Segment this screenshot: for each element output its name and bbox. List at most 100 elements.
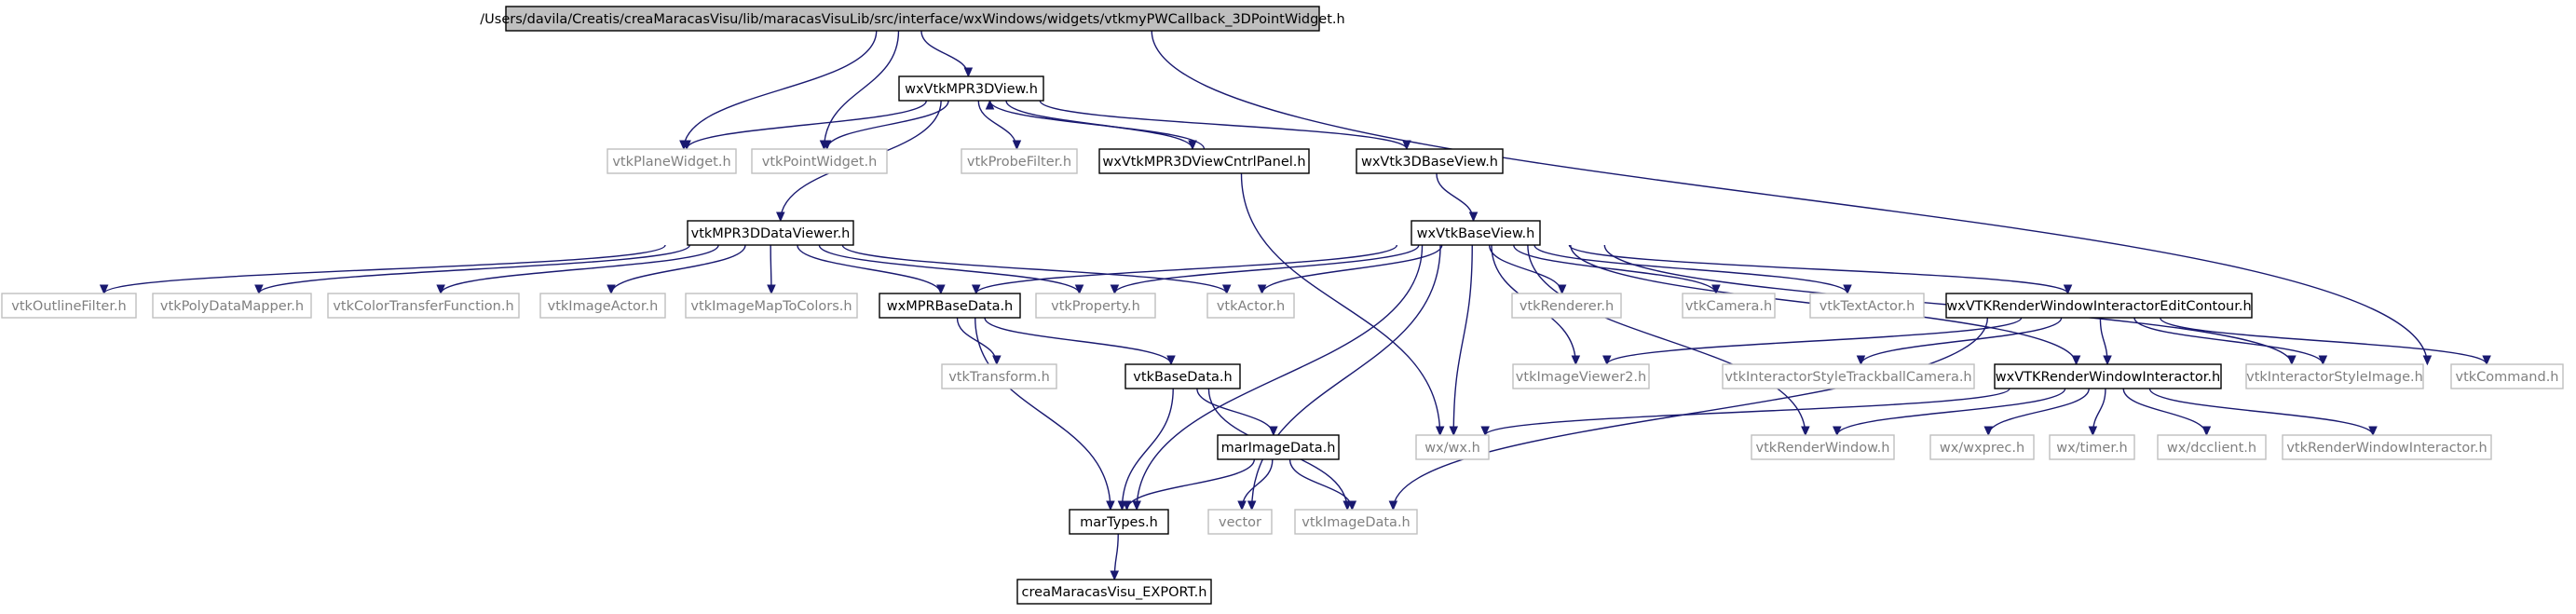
node-box-imagemap <box>685 293 858 319</box>
node-box-dataviewer <box>687 220 854 246</box>
edge-root-to-mpr3dview <box>920 30 970 77</box>
edge-rwi-to-rwinteractor <box>2148 388 2374 436</box>
edge-basedata-to-martypes <box>1121 388 1174 511</box>
node-box-editcontour <box>1945 293 2253 319</box>
node-box-marimagedata <box>1217 434 1340 460</box>
arrowhead-rwi-to-renderwindow <box>1833 426 1842 437</box>
edge-mprbasedata-to-basedata <box>984 317 1172 365</box>
node-box-vector <box>1207 509 1273 535</box>
arrowhead-editcontour-to-imagedata <box>1388 500 1398 512</box>
node-label-marimagedata: marImageData.h <box>1221 441 1336 456</box>
arrowhead-vtk3dbase-to-basevi <box>1468 211 1479 223</box>
node-marimagedata[interactable]: marImageData.h <box>1217 434 1340 460</box>
node-renderwindow: vtkRenderWindow.h <box>1751 434 1895 460</box>
edge-rwi-to-dcclient <box>2122 388 2208 436</box>
arrowhead-mprbasedata-to-basedata <box>1166 355 1176 366</box>
arrowhead-editcontour-to-command <box>2482 355 2491 366</box>
arrowhead-marimagedata-to-vector <box>1237 500 1247 512</box>
arrowhead-mprbasedata-to-transform <box>992 355 1002 366</box>
node-label-editcontour: wxVTKRenderWindowInteractorEditContour.h <box>1946 299 2251 314</box>
arrowhead-rwi-to-wxh <box>1480 426 1490 437</box>
edge-dataviewer-to-polymapper <box>258 244 690 294</box>
node-box-basedata <box>1124 363 1241 389</box>
node-label-renderwindow: vtkRenderWindow.h <box>1756 441 1890 456</box>
node-box-dcclient <box>2157 434 2267 460</box>
node-label-dataviewer: vtkMPR3DDataViewer.h <box>691 226 851 241</box>
edge-editcontour-to-imagedata <box>1392 317 1989 511</box>
arrowhead-dataviewer-to-polymapper <box>254 284 264 295</box>
edge-rwi-to-wxprec <box>1987 388 2090 436</box>
node-camera: vtkCamera.h <box>1682 293 1776 319</box>
arrowhead-basevi-to-textactor <box>1843 284 1852 295</box>
arrowhead-editcontour-to-imageviewer2 <box>1602 355 1612 366</box>
node-vtk3dbase[interactable]: wxVtk3DBaseView.h <box>1356 148 1504 174</box>
node-label-imageviewer2: vtkImageViewer2.h <box>1516 370 1646 385</box>
node-label-textactor: vtkTextActor.h <box>1820 299 1915 314</box>
node-box-vtk3dbase <box>1356 148 1504 174</box>
node-basedata[interactable]: vtkBaseData.h <box>1124 363 1241 389</box>
node-root[interactable]: /Users/davila/Creatis/creaMaracasVisu/li… <box>480 6 1345 32</box>
edge-dataviewer-to-imageactor <box>610 244 746 294</box>
arrowhead-mpr3dview-to-pointwidget <box>822 140 832 151</box>
node-mprbasedata[interactable]: wxMPRBaseData.h <box>879 293 1021 319</box>
node-label-vtk3dbase: wxVtk3DBaseView.h <box>1361 155 1498 170</box>
node-box-export <box>1016 579 1212 605</box>
node-label-mprbasedata: wxMPRBaseData.h <box>887 299 1014 314</box>
node-box-rwinteractor <box>2282 434 2492 460</box>
node-cntrlpanel[interactable]: wxVtkMPR3DViewCntrlPanel.h <box>1098 148 1310 174</box>
arrowhead-editcontour-to-rwi <box>2103 355 2112 366</box>
node-label-rwi: wxVTKRenderWindowInteractor.h <box>1996 370 2220 385</box>
node-label-command: vtkCommand.h <box>2456 370 2559 385</box>
node-label-imagedata: vtkImageData.h <box>1302 515 1411 530</box>
node-basevi[interactable]: wxVtkBaseView.h <box>1411 220 1541 246</box>
node-label-outline: vtkOutlineFilter.h <box>11 299 127 314</box>
edge-basevi-to-renderwindow <box>1527 244 1806 436</box>
arrowhead-dataviewer-to-actor <box>1221 284 1232 295</box>
edge-dataviewer-to-mprbasedata <box>797 244 942 294</box>
node-mpr3dview[interactable]: wxVtkMPR3DView.h <box>898 75 1044 102</box>
node-imagemap: vtkImageMapToColors.h <box>685 293 858 319</box>
arrowhead-martypes-to-export <box>1110 570 1120 581</box>
node-textactor: vtkTextActor.h <box>1809 293 1925 319</box>
arrowhead-mpr3dview-to-dataviewer <box>776 211 785 223</box>
node-outline: vtkOutlineFilter.h <box>1 293 137 319</box>
node-label-mpr3dview: wxVtkMPR3DView.h <box>905 82 1038 97</box>
node-renderer: vtkRenderer.h <box>1511 293 1622 319</box>
node-editcontour[interactable]: wxVTKRenderWindowInteractorEditContour.h <box>1945 293 2253 319</box>
node-label-wxh: wx/wx.h <box>1424 441 1480 456</box>
arrowhead-rwi-to-dcclient <box>2201 426 2212 437</box>
nodes-layer: /Users/davila/Creatis/creaMaracasVisu/li… <box>1 6 2564 605</box>
node-box-isimage <box>2245 363 2424 389</box>
edge-mpr3dview-to-pointwidget <box>825 100 949 150</box>
arrowhead-basedata-to-marimagedata <box>1269 426 1278 437</box>
node-box-textactor <box>1809 293 1925 319</box>
node-label-isimage: vtkInteractorStyleImage.h <box>2246 370 2423 385</box>
edge-basevi-to-actor <box>1261 244 1443 294</box>
arrowhead-rwi-to-wxprec <box>1983 426 1994 437</box>
edge-marimagedata-to-martypes <box>1125 458 1256 511</box>
edge-marimagedata-to-vector <box>1241 458 1274 511</box>
node-martypes[interactable]: marTypes.h <box>1069 509 1169 535</box>
node-property: vtkProperty.h <box>1035 293 1156 319</box>
arrowhead-mpr3dview-to-probefilter <box>1012 140 1022 151</box>
edge-vtk3dbase-to-basevi <box>1436 172 1475 222</box>
node-polymapper: vtkPolyDataMapper.h <box>152 293 312 319</box>
arrowhead-cntrlpanel-to-mpr3dview <box>985 99 995 110</box>
node-label-cntrlpanel: wxVtkMPR3DViewCntrlPanel.h <box>1102 155 1305 170</box>
node-rwi[interactable]: wxVTKRenderWindowInteractor.h <box>1994 363 2222 389</box>
node-label-renderer: vtkRenderer.h <box>1520 299 1614 314</box>
node-label-martypes: marTypes.h <box>1080 515 1158 530</box>
arrowhead-basevi-to-wxh <box>1449 426 1459 437</box>
arrowhead-mpr3dview-to-vtk3dbase <box>1402 140 1411 151</box>
node-export[interactable]: creaMaracasVisu_EXPORT.h <box>1016 579 1212 605</box>
node-box-mprbasedata <box>879 293 1021 319</box>
node-dataviewer[interactable]: vtkMPR3DDataViewer.h <box>687 220 854 246</box>
node-box-rwi <box>1994 363 2222 389</box>
node-wxprec: wx/wxprec.h <box>1929 434 2035 460</box>
node-trackball: vtkInteractorStyleTrackballCamera.h <box>1722 363 1975 389</box>
node-command: vtkCommand.h <box>2450 363 2564 389</box>
arrowhead-marimagedata-to-imagedata <box>1347 500 1357 512</box>
arrowhead-basevi-to-mprbasedata <box>971 284 981 295</box>
node-box-renderwindow <box>1751 434 1895 460</box>
node-box-command <box>2450 363 2564 389</box>
